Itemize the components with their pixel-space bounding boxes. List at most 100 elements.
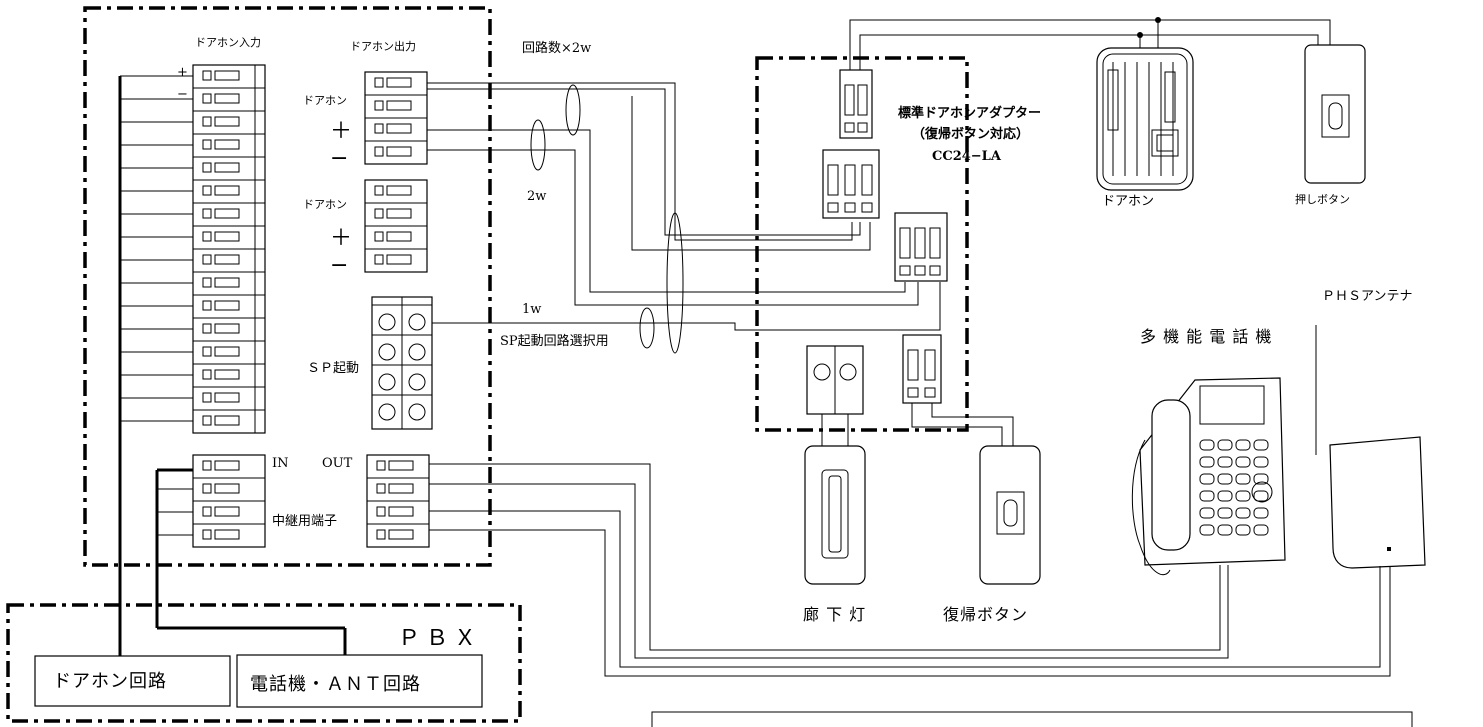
terminal-screw bbox=[202, 483, 212, 494]
circuits-2w-label: 回路数×2w bbox=[522, 40, 591, 56]
adapter-3pole-terminal-1 bbox=[822, 149, 880, 219]
phone-key bbox=[1235, 473, 1251, 485]
phone-key bbox=[1253, 473, 1269, 485]
terminal-screw bbox=[202, 208, 212, 219]
phone-key bbox=[1217, 439, 1233, 451]
terminal-slot bbox=[214, 369, 240, 380]
adapter-top-terminal bbox=[839, 69, 873, 139]
phone-key bbox=[1253, 507, 1269, 519]
terminal-screw bbox=[202, 162, 212, 173]
terminal-screw bbox=[374, 231, 384, 242]
minus-a-label: − bbox=[330, 146, 348, 171]
wire-1w-label: 1w bbox=[522, 302, 541, 317]
terminal-screw bbox=[202, 93, 212, 104]
terminal-slot bbox=[214, 208, 240, 219]
door-circuit-box bbox=[34, 655, 231, 707]
terminal-slot bbox=[214, 392, 240, 403]
terminal-slot bbox=[214, 70, 240, 81]
terminal-slot bbox=[214, 529, 240, 540]
terminal-slot bbox=[214, 460, 240, 471]
terminal-screw bbox=[374, 77, 384, 88]
terminal-screw bbox=[202, 392, 212, 403]
phone-key bbox=[1253, 490, 1269, 502]
doorphone-device bbox=[1096, 47, 1194, 191]
terminal-slot bbox=[386, 208, 412, 219]
sp-terminal bbox=[408, 343, 426, 361]
main-unit-frame bbox=[83, 6, 492, 567]
terminal-screw bbox=[202, 300, 212, 311]
phone-nav-pad bbox=[1251, 481, 1273, 503]
phone-ant-circuit-box bbox=[236, 654, 483, 708]
sp-terminal bbox=[378, 403, 396, 421]
adapter-light-terminal bbox=[806, 345, 864, 415]
phone-key bbox=[1217, 524, 1233, 536]
terminal-screw bbox=[374, 208, 384, 219]
minus-small-label: − bbox=[177, 87, 188, 102]
terminal-slot bbox=[388, 483, 414, 494]
adapter-name-line2: （復帰ボタン対応） bbox=[912, 126, 1029, 142]
adapter-name-line3: CC24−LA bbox=[932, 149, 1002, 164]
adapter-reset-terminal bbox=[902, 334, 942, 404]
reset-button-device bbox=[979, 445, 1041, 585]
adapter-frame bbox=[755, 56, 969, 432]
terminal-screw bbox=[202, 506, 212, 517]
adapter-name-line1: 標準ドアホンアダプター bbox=[898, 105, 1041, 121]
terminal-slot bbox=[386, 231, 412, 242]
wire-2w-label: 2w bbox=[527, 189, 546, 204]
push-button-label: 押しボタン bbox=[1295, 192, 1350, 206]
terminal-screw bbox=[202, 116, 212, 127]
terminal-screw bbox=[202, 231, 212, 242]
terminal-screw bbox=[202, 185, 212, 196]
terminal-slot bbox=[214, 300, 240, 311]
terminal-screw bbox=[376, 483, 386, 494]
phone-key bbox=[1199, 490, 1215, 502]
terminal-screw bbox=[376, 460, 386, 471]
in-label: IN bbox=[272, 456, 289, 471]
note-box bbox=[651, 711, 1413, 727]
terminal-slot bbox=[214, 323, 240, 334]
terminal-slot bbox=[386, 254, 412, 265]
phone-ant-circuit-label: 電話機・ＡＮＴ回路 bbox=[250, 674, 421, 695]
sp-select-label: SP起動回路選択用 bbox=[500, 333, 609, 349]
out-label: OUT bbox=[322, 456, 353, 471]
door-circuit-label: ドアホン回路 bbox=[53, 671, 167, 692]
terminal-screw bbox=[374, 185, 384, 196]
terminal-slot bbox=[214, 116, 240, 127]
minus-b-label: − bbox=[330, 253, 348, 278]
phone-key bbox=[1235, 439, 1251, 451]
sp-start-terminal bbox=[371, 296, 433, 430]
in-terminal-block bbox=[192, 454, 266, 548]
phone-key bbox=[1199, 456, 1215, 468]
terminal-slot bbox=[386, 123, 412, 134]
terminal-slot bbox=[214, 185, 240, 196]
terminal-screw bbox=[202, 323, 212, 334]
terminal-slot bbox=[388, 529, 414, 540]
terminal-screw bbox=[202, 139, 212, 150]
relay-terminal-label: 中継用端子 bbox=[272, 514, 337, 529]
terminal-screw bbox=[374, 146, 384, 157]
corridor-light-label: 廊 下 灯 bbox=[803, 605, 866, 624]
terminal-slot bbox=[214, 346, 240, 357]
terminal-slot bbox=[214, 254, 240, 265]
terminal-slot bbox=[214, 162, 240, 173]
out-terminal-block bbox=[366, 454, 430, 548]
adapter-3pole-terminal-2 bbox=[894, 212, 948, 282]
phone-key bbox=[1217, 490, 1233, 502]
pbx-frame bbox=[6, 603, 522, 723]
phone-key bbox=[1235, 456, 1251, 468]
terminal-screw bbox=[202, 346, 212, 357]
terminal-screw bbox=[202, 529, 212, 540]
terminal-screw bbox=[374, 254, 384, 265]
phone-key bbox=[1253, 524, 1269, 536]
door-output-block-2 bbox=[364, 179, 428, 273]
sp-terminal bbox=[378, 373, 396, 391]
door-output-block-1 bbox=[364, 71, 428, 165]
phone-key bbox=[1235, 490, 1251, 502]
sp-terminal bbox=[408, 373, 426, 391]
phone-key bbox=[1253, 439, 1269, 451]
terminal-screw bbox=[202, 460, 212, 471]
terminal-slot bbox=[386, 77, 412, 88]
terminal-screw bbox=[376, 529, 386, 540]
terminal-slot bbox=[386, 100, 412, 111]
terminal-slot bbox=[388, 506, 414, 517]
